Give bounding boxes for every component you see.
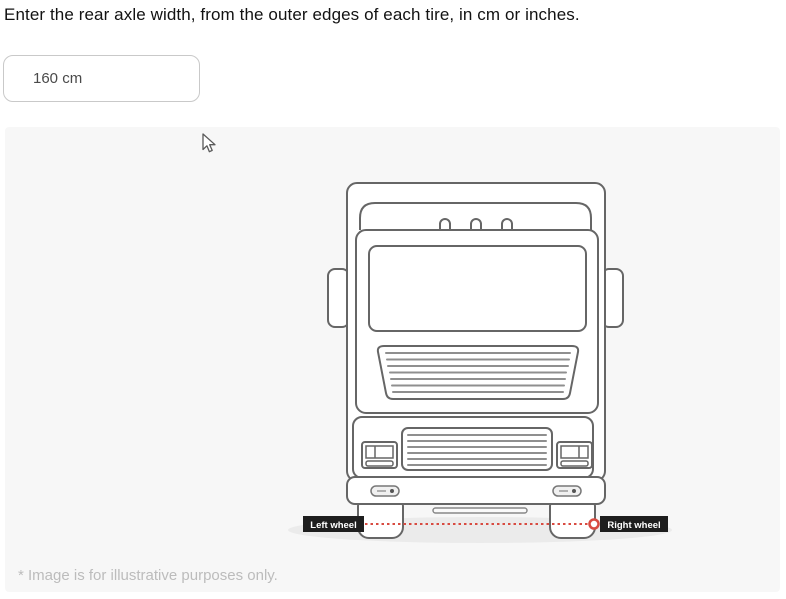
right-wheel-label: Right wheel bbox=[600, 516, 668, 532]
illustration-panel: Left wheel Right wheel * Image is for il… bbox=[5, 127, 780, 592]
bumper-indicator-left bbox=[370, 485, 400, 497]
svg-text:Right wheel: Right wheel bbox=[607, 520, 660, 531]
mouse-cursor-icon bbox=[202, 133, 216, 153]
truck-illustration: Left wheel Right wheel bbox=[288, 182, 672, 543]
windshield bbox=[368, 245, 587, 332]
measure-point-icon bbox=[588, 518, 600, 530]
cab-roof bbox=[359, 202, 592, 230]
roof-marker-lights bbox=[439, 218, 513, 230]
center-grille bbox=[401, 427, 553, 471]
left-wheel-label: Left wheel bbox=[303, 516, 364, 532]
bumper-indicator-right bbox=[552, 485, 582, 497]
headlight-right bbox=[556, 441, 593, 469]
underbody-strip bbox=[432, 507, 528, 514]
wheel-left bbox=[357, 502, 404, 539]
axle-width-input[interactable] bbox=[3, 55, 200, 102]
illustration-footnote: * Image is for illustrative purposes onl… bbox=[18, 567, 278, 584]
upper-grille bbox=[376, 345, 580, 400]
side-mirror-left-icon bbox=[327, 268, 350, 328]
svg-text:Left wheel: Left wheel bbox=[310, 520, 356, 531]
wheel-right bbox=[549, 502, 596, 539]
headlight-left bbox=[361, 441, 398, 469]
page-title: Enter the rear axle width, from the oute… bbox=[4, 5, 580, 24]
bumper bbox=[346, 476, 606, 505]
